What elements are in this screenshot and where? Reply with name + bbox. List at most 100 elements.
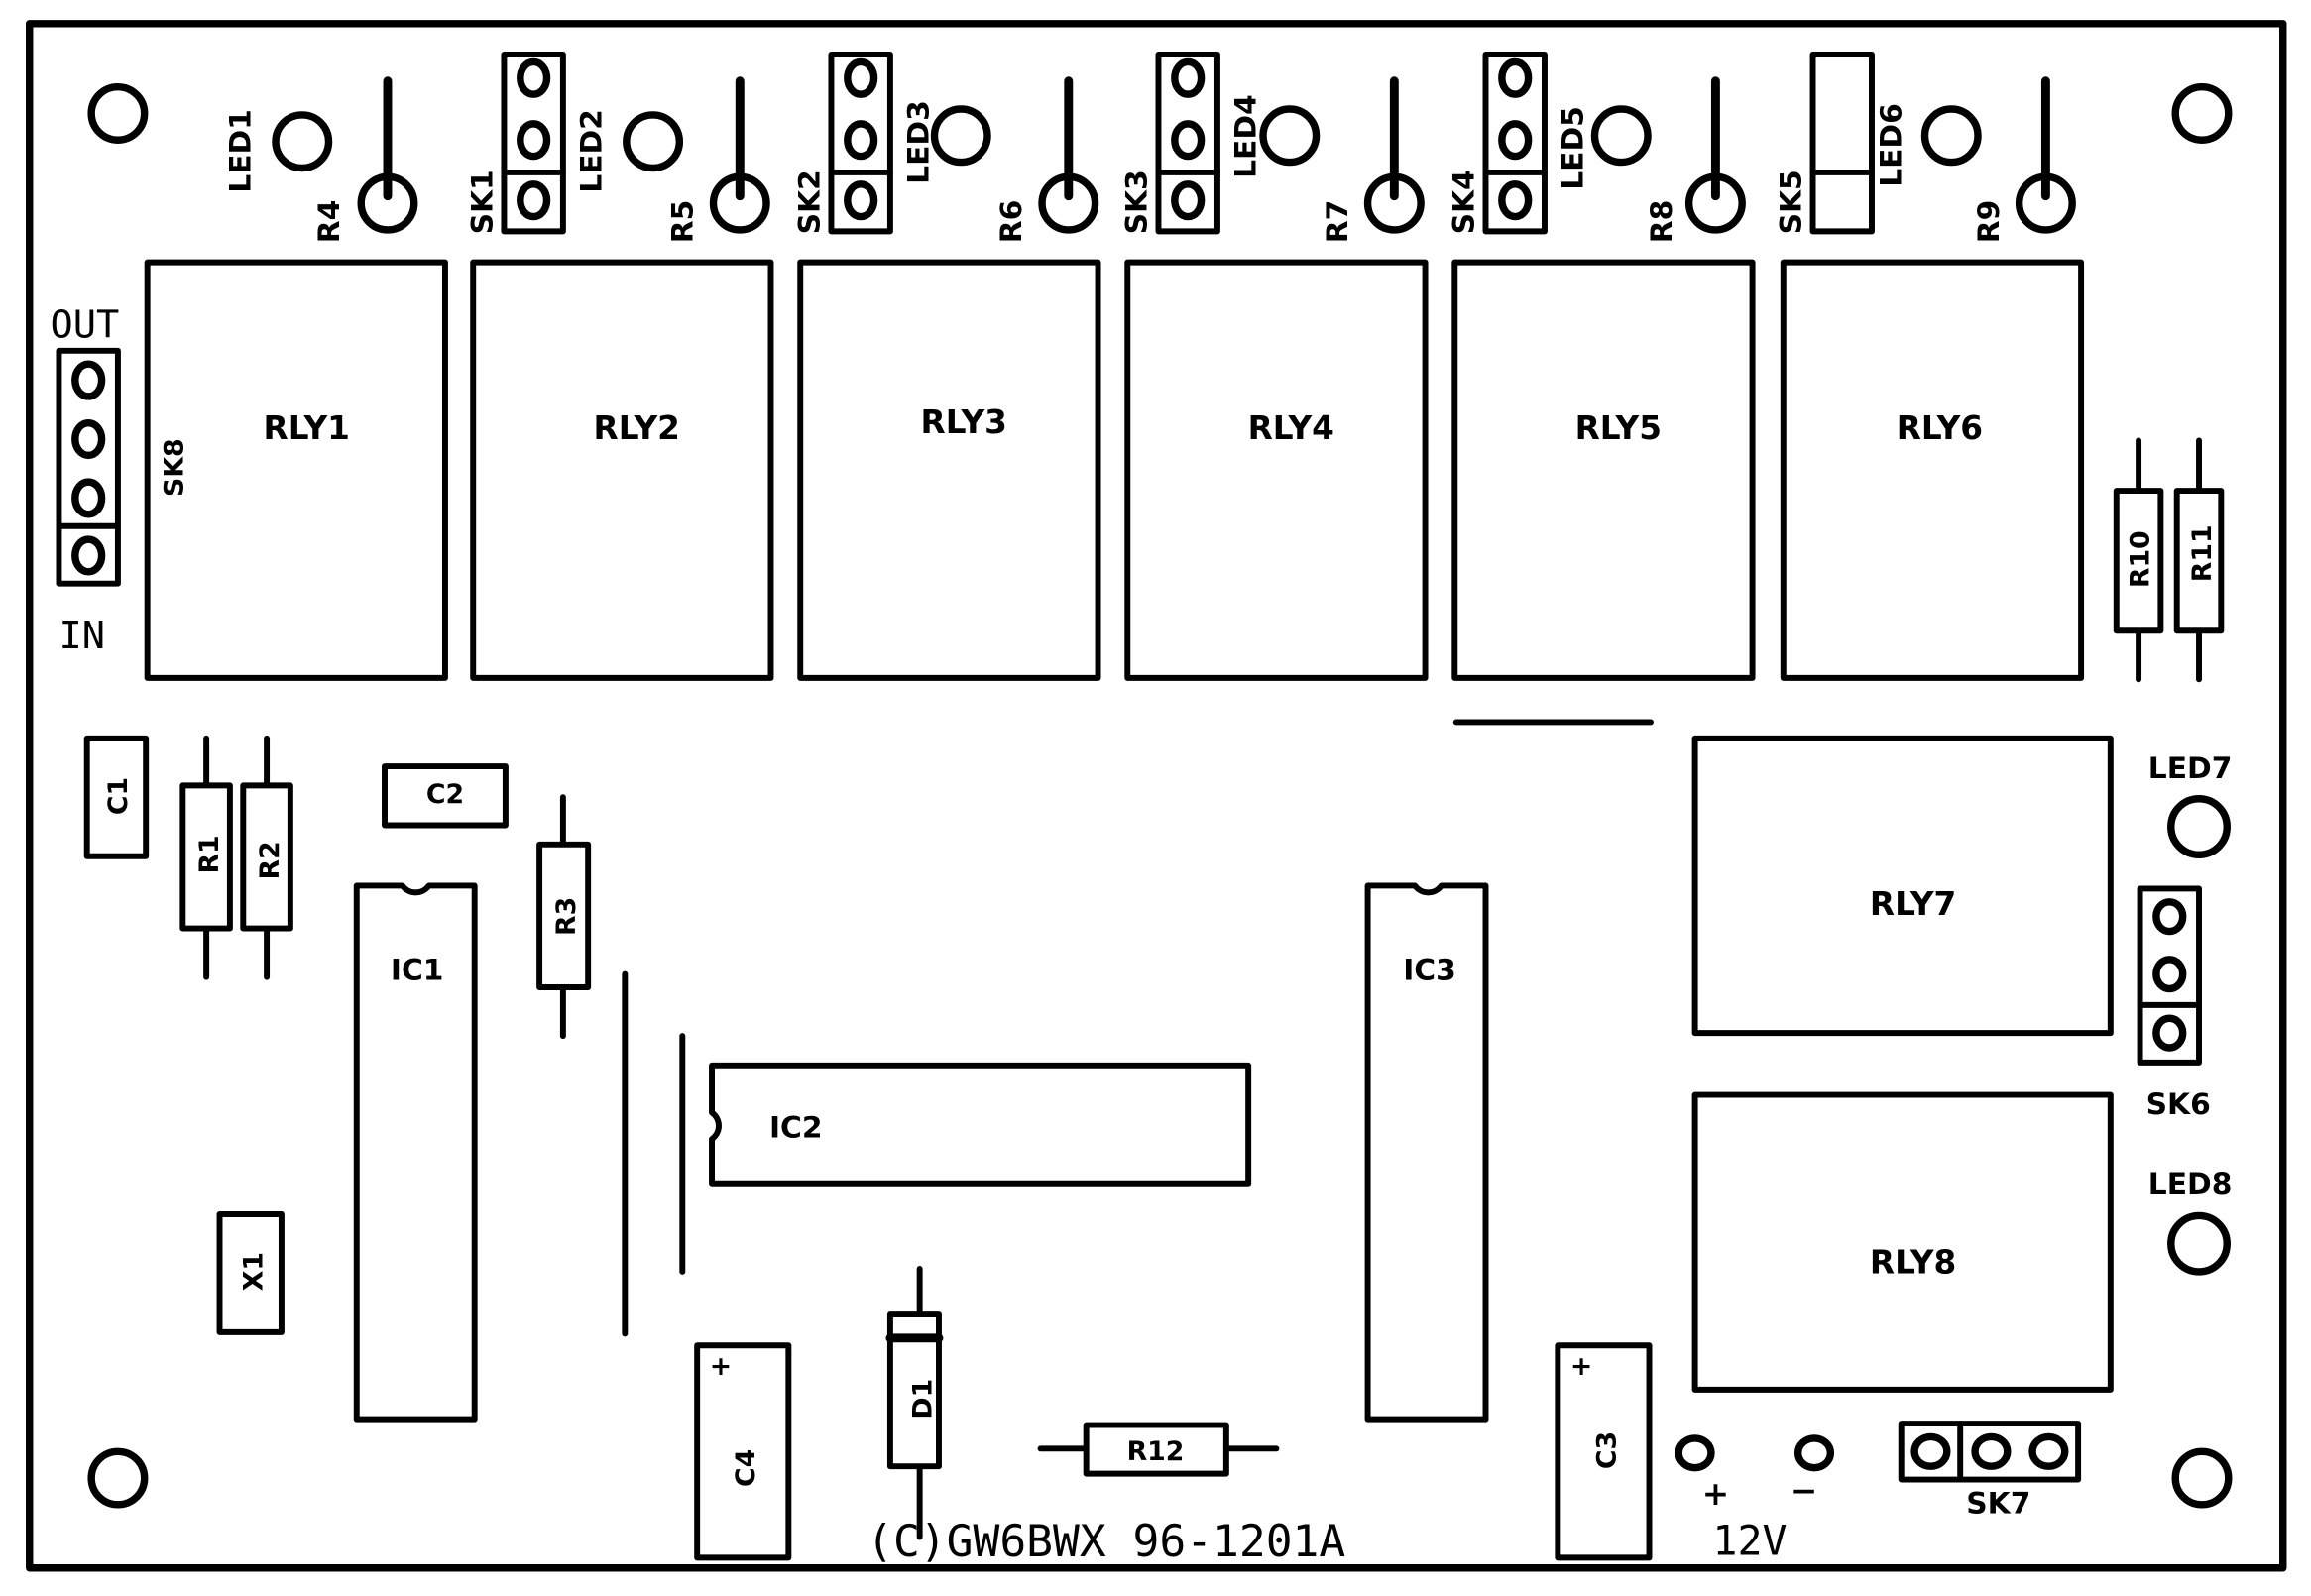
mounting-hole [87, 82, 149, 144]
sk6-header [2137, 885, 2202, 1066]
sk5-header [1809, 52, 1875, 235]
top-row: LED1 R4 SK1 LED2 R5 SK2 LED3 R6 SK3 LED4 [224, 52, 2076, 244]
c3 [1555, 1342, 1653, 1561]
d1-label: D1 [908, 1379, 939, 1420]
mounting-hole [2171, 82, 2233, 144]
relay-4-label: RLY4 [1248, 409, 1334, 447]
sk2-header [828, 52, 893, 235]
r3 [536, 841, 592, 991]
led1-pad [272, 111, 333, 172]
r4-pad [357, 172, 418, 234]
led3-pad [930, 105, 991, 167]
relay-4 [1124, 259, 1429, 681]
minus-label: − [1791, 1472, 1817, 1510]
x1-label: X1 [239, 1252, 270, 1291]
led3-label: LED3 [902, 100, 937, 184]
out-label: OUT [51, 302, 120, 347]
relay-1 [144, 259, 448, 681]
r7-pad [1363, 172, 1425, 234]
sk8-connector: OUT SK8 IN [51, 302, 190, 658]
c4-plus: + [710, 1351, 732, 1382]
relay-8 [1691, 1091, 2114, 1393]
r12-label: R12 [1127, 1436, 1185, 1467]
sk7-label: SK7 [1966, 1487, 2030, 1522]
relay-3-label: RLY3 [921, 403, 1007, 441]
r5-label: R5 [666, 200, 701, 244]
r7-label: R7 [1321, 200, 1355, 244]
relay-7-label: RLY7 [1870, 885, 1956, 923]
r9-pad [2015, 172, 2076, 234]
c2 [382, 763, 509, 829]
sk4-header [1482, 52, 1548, 235]
r6-pad [1038, 172, 1099, 234]
led8-label: LED8 [2148, 1167, 2233, 1201]
r8-label: R8 [1645, 200, 1679, 244]
r8-pad [1684, 172, 1746, 234]
led7-label: LED7 [2148, 751, 2233, 786]
r11-label: R11 [2187, 524, 2218, 582]
sk6-label: SK6 [2146, 1087, 2211, 1122]
in-label: IN [58, 614, 105, 658]
ic2-label: IC2 [769, 1111, 823, 1146]
r6-label: R6 [994, 200, 1029, 244]
board-outline [26, 20, 2287, 1572]
ic3-label: IC3 [1403, 954, 1456, 988]
led4-label: LED4 [1229, 94, 1264, 178]
r1 [179, 782, 233, 932]
relay-2 [470, 259, 774, 681]
led6-label: LED6 [1875, 103, 1909, 187]
sk5-label: SK5 [1775, 170, 1809, 234]
r10-label: R10 [2125, 530, 2155, 588]
r12 [1083, 1422, 1229, 1477]
voltage-label: 12V [1712, 1516, 1787, 1564]
relay-6-label: RLY6 [1897, 409, 1983, 447]
r3-label: R3 [551, 897, 582, 936]
c3-plus: + [1570, 1351, 1592, 1382]
ic2 [709, 1062, 1252, 1187]
ic1 [353, 882, 478, 1423]
led5-label: LED5 [1557, 106, 1591, 190]
led7-pad [2167, 795, 2231, 858]
relay-7 [1691, 735, 2114, 1037]
r2 [240, 782, 293, 932]
led6-pad [1920, 105, 1982, 167]
copyright-text: (C)GW6BWX 96-1201A [867, 1516, 1345, 1567]
c3-label: C3 [1591, 1431, 1622, 1469]
mounting-hole [87, 1447, 149, 1509]
ic1-label: IC1 [391, 954, 444, 988]
relay-5-label: RLY5 [1575, 409, 1662, 447]
relays-top: RLY1 RLY2 RLY3 RLY4 RLY5 RLY6 [144, 259, 2085, 681]
sk4-label: SK4 [1447, 170, 1482, 234]
c4-label: C4 [731, 1449, 761, 1487]
mounting-holes [87, 82, 2233, 1509]
sk3-label: SK3 [1120, 170, 1155, 234]
r9-label: R9 [1972, 200, 2007, 244]
relay-6 [1780, 259, 2085, 681]
x1 [216, 1210, 285, 1335]
led8-pad [2167, 1211, 2231, 1276]
sk7-header [1898, 1421, 2082, 1483]
sk1-label: SK1 [466, 170, 501, 234]
sk8-label: SK8 [159, 438, 189, 497]
led2-pad [623, 111, 684, 172]
led5-pad [1590, 105, 1652, 167]
r2-label: R2 [255, 841, 286, 879]
c2-label: C2 [426, 779, 464, 810]
relay-1-label: RLY1 [264, 409, 350, 447]
r1-label: R1 [194, 835, 225, 873]
led1-label: LED1 [224, 109, 259, 193]
led4-pad [1259, 105, 1321, 167]
sk2-label: SK2 [793, 170, 828, 234]
c1-label: C1 [103, 777, 134, 815]
relay-3 [797, 259, 1101, 681]
r4-label: R4 [312, 200, 347, 244]
r10-r11: R10 R11 [2113, 437, 2225, 683]
relay-2-label: RLY2 [594, 409, 680, 447]
sk3-header [1155, 52, 1220, 235]
relay-8-label: RLY8 [1870, 1243, 1956, 1281]
plus-label: + [1702, 1475, 1729, 1513]
c1 [83, 735, 150, 859]
r5-pad [709, 172, 770, 234]
led2-label: LED2 [575, 109, 610, 193]
